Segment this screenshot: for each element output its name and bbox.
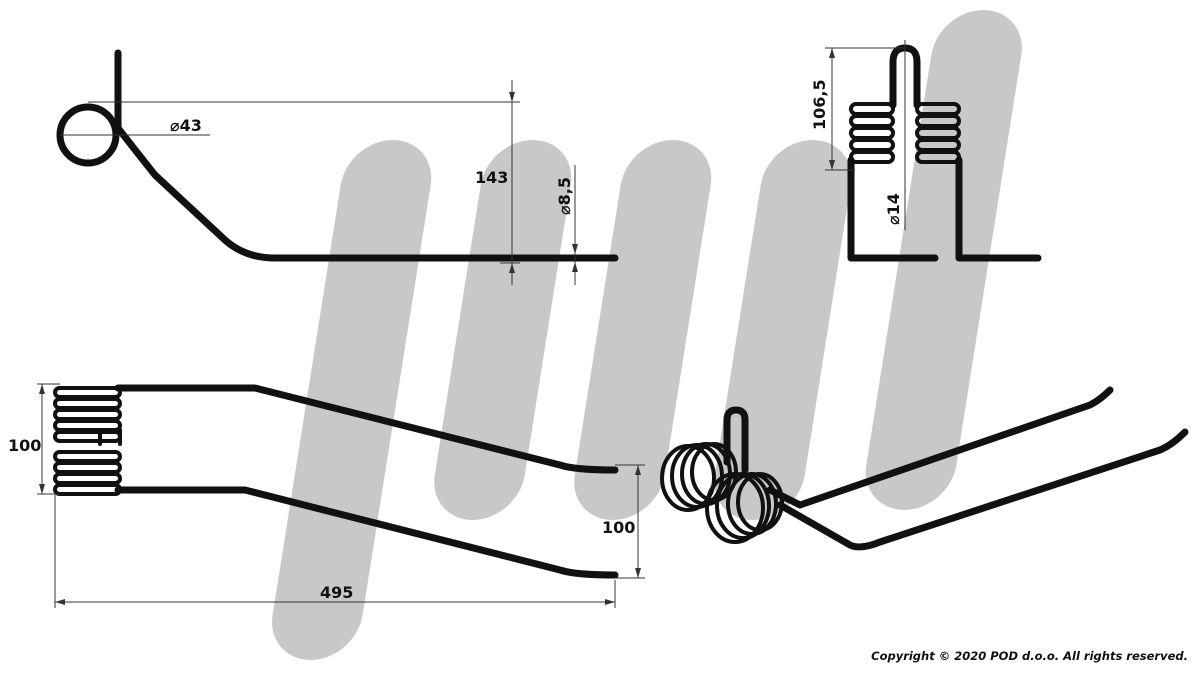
arrow-plan-left-bottom (39, 484, 45, 494)
label-total-length: 495 (320, 583, 353, 602)
tine-side-wire (114, 49, 619, 262)
watermark-bar-5 (865, 10, 1022, 510)
arrow-wire-bottom (572, 262, 578, 272)
front-leg-right (955, 156, 1042, 262)
label-ring-diameter: ⌀43 (170, 116, 202, 135)
plan-tine-lower (114, 486, 619, 579)
front-coil-right (915, 102, 961, 164)
arrow-length-right (605, 599, 615, 605)
plan-view: 100 100 495 (8, 383, 645, 608)
arrow-height-top (509, 92, 515, 102)
label-wire-diameter: ⌀8,5 (555, 177, 574, 215)
label-spacing-right: 100 (602, 518, 635, 537)
front-view: 106,5 ⌀14 (810, 40, 1042, 262)
diameter-symbol-3: ⌀ (884, 215, 903, 225)
arrow-length-left (55, 599, 65, 605)
label-coil-diameter: ⌀14 (884, 193, 903, 225)
copyright-notice: Copyright © 2020 POD d.o.o. All rights r… (871, 649, 1188, 663)
plan-tine-upper (114, 384, 619, 474)
plan-coil-lower (53, 450, 122, 496)
watermark-bar-1 (272, 140, 432, 660)
arrow-plan-right-bottom (635, 568, 641, 578)
ring-diameter-value: 43 (180, 116, 202, 135)
watermark-bar-3 (574, 140, 712, 520)
side-view: ⌀43 143 ⌀8,5 (56, 49, 619, 285)
arrow-plan-left-top (39, 384, 45, 394)
wire-diameter-value: 8,5 (555, 177, 574, 205)
perspective-tine-back (766, 386, 1114, 509)
perspective-loop (723, 406, 749, 474)
label-coil-height: 106,5 (810, 79, 829, 130)
diameter-symbol-1: ⌀ (170, 116, 180, 135)
coil-diameter-value: 14 (884, 193, 903, 215)
label-spacing-left: 100 (8, 436, 41, 455)
arrow-coil-top (829, 48, 835, 58)
plan-coil-upper (53, 386, 122, 443)
front-coil-left (849, 102, 895, 164)
perspective-view (660, 386, 1189, 551)
arrow-coil-bottom (829, 160, 835, 170)
plan-coil-connector (98, 428, 122, 446)
arrow-plan-right-top (635, 465, 641, 475)
watermark-bar-2 (434, 140, 572, 520)
watermark-logo (272, 10, 1022, 660)
perspective-coil-front (705, 472, 784, 544)
diameter-symbol-2: ⌀ (555, 205, 574, 215)
front-leg-left (847, 156, 939, 262)
arrow-wire-top (572, 244, 578, 254)
perspective-tine-front (776, 428, 1189, 551)
arrow-height-bottom (509, 263, 515, 273)
label-height: 143 (475, 168, 508, 187)
